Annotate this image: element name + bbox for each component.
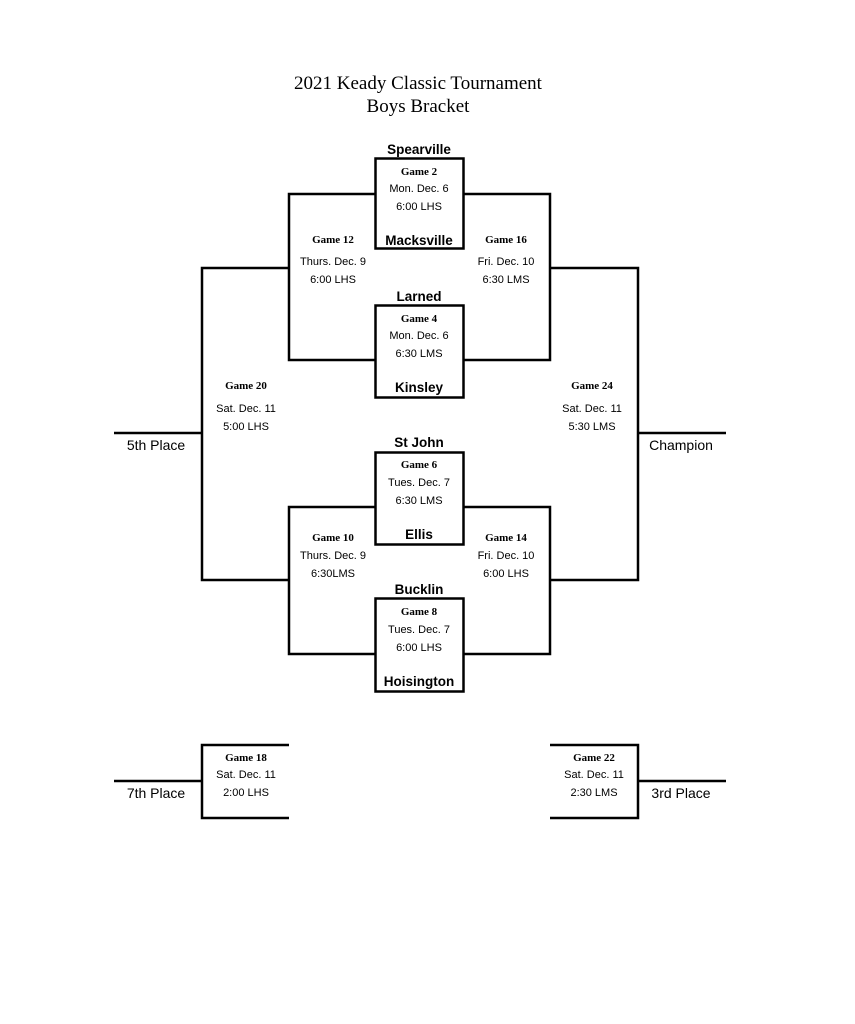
game-12-date: Thurs. Dec. 9 [300, 256, 366, 268]
game-2-date: Mon. Dec. 6 [389, 183, 448, 195]
game-20-time: 5:00 LHS [223, 421, 269, 433]
game-20-info: Game 20 Sat. Dec. 11 5:00 LHS [216, 380, 276, 433]
team-ellis: Ellis [405, 527, 433, 542]
game-2-info: Game 2 Mon. Dec. 6 6:00 LHS [389, 166, 448, 213]
game-18-info: Game 18 Sat. Dec. 11 2:00 LHS [216, 752, 276, 799]
game-22-info: Game 22 Sat. Dec. 11 2:30 LMS [564, 752, 624, 799]
game-8-info: Game 8 Tues. Dec. 7 6:00 LHS [388, 606, 450, 654]
team-st-john: St John [394, 435, 444, 450]
game-6-date: Tues. Dec. 7 [388, 477, 450, 489]
team-bucklin: Bucklin [395, 582, 444, 597]
game-20-bracket [200, 266, 289, 582]
game-6-box [374, 451, 465, 546]
game-22-date: Sat. Dec. 11 [564, 769, 624, 781]
game-24-bracket [550, 266, 640, 582]
game-12-bracket [287, 192, 376, 362]
game-4-box [374, 304, 465, 399]
game-4-date: Mon. Dec. 6 [389, 330, 448, 342]
game-6-info: Game 6 Tues. Dec. 7 6:30 LMS [388, 459, 450, 507]
bracket-title: 2021 Keady Classic Tournament [294, 73, 543, 94]
game-14-name: Game 14 [485, 532, 527, 544]
game-20-name: Game 20 [225, 380, 267, 392]
game-14-bracket [463, 505, 552, 656]
game-6-name: Game 6 [401, 459, 438, 471]
game-2-box [374, 157, 465, 250]
game-16-name: Game 16 [485, 234, 527, 246]
game-10-info: Game 10 Thurs. Dec. 9 6:30LMS [300, 532, 366, 580]
team-hoisington: Hoisington [384, 674, 455, 689]
team-kinsley: Kinsley [395, 380, 444, 395]
game-24-info: Game 24 Sat. Dec. 11 5:30 LMS [562, 380, 622, 433]
game-10-date: Thurs. Dec. 9 [300, 550, 366, 562]
game-10-bracket [287, 505, 376, 656]
game-2-time: 6:00 LHS [396, 201, 442, 213]
game-14-time: 6:00 LHS [483, 568, 529, 580]
game-8-box [374, 597, 465, 693]
game-4-time: 6:30 LMS [395, 348, 442, 360]
third-place-label: 3rd Place [651, 785, 710, 801]
team-spearville: Spearville [387, 142, 451, 157]
game-24-time: 5:30 LMS [568, 421, 615, 433]
game-4-name: Game 4 [401, 313, 438, 325]
game-16-date: Fri. Dec. 10 [478, 256, 535, 268]
game-6-time: 6:30 LMS [395, 495, 442, 507]
game-12-name: Game 12 [312, 234, 354, 246]
team-larned: Larned [396, 289, 441, 304]
game-22-name: Game 22 [573, 752, 615, 764]
game-14-info: Game 14 Fri. Dec. 10 6:00 LHS [478, 532, 535, 580]
game-8-name: Game 8 [401, 606, 438, 618]
game-18-date: Sat. Dec. 11 [216, 769, 276, 781]
champion-label: Champion [649, 437, 713, 453]
fifth-place-label: 5th Place [127, 437, 186, 453]
game-10-name: Game 10 [312, 532, 354, 544]
seventh-place-label: 7th Place [127, 785, 186, 801]
team-macksville: Macksville [385, 233, 453, 248]
game-16-time: 6:30 LMS [482, 274, 529, 286]
bracket-subtitle: Boys Bracket [367, 96, 471, 117]
game-24-name: Game 24 [571, 380, 613, 392]
game-2-name: Game 2 [401, 166, 438, 178]
game-22-time: 2:30 LMS [570, 787, 617, 799]
game-24-date: Sat. Dec. 11 [562, 403, 622, 415]
game-18-time: 2:00 LHS [223, 787, 269, 799]
game-12-info: Game 12 Thurs. Dec. 9 6:00 LHS [300, 234, 366, 286]
game-8-date: Tues. Dec. 7 [388, 624, 450, 636]
game-12-time: 6:00 LHS [310, 274, 356, 286]
game-4-info: Game 4 Mon. Dec. 6 6:30 LMS [389, 313, 448, 360]
game-14-date: Fri. Dec. 10 [478, 550, 535, 562]
game-20-date: Sat. Dec. 11 [216, 403, 276, 415]
game-10-time: 6:30LMS [311, 568, 355, 580]
game-16-bracket [463, 192, 552, 362]
bracket-lines [114, 157, 726, 820]
game-18-name: Game 18 [225, 752, 267, 764]
game-8-time: 6:00 LHS [396, 642, 442, 654]
game-16-info: Game 16 Fri. Dec. 10 6:30 LMS [478, 234, 535, 286]
